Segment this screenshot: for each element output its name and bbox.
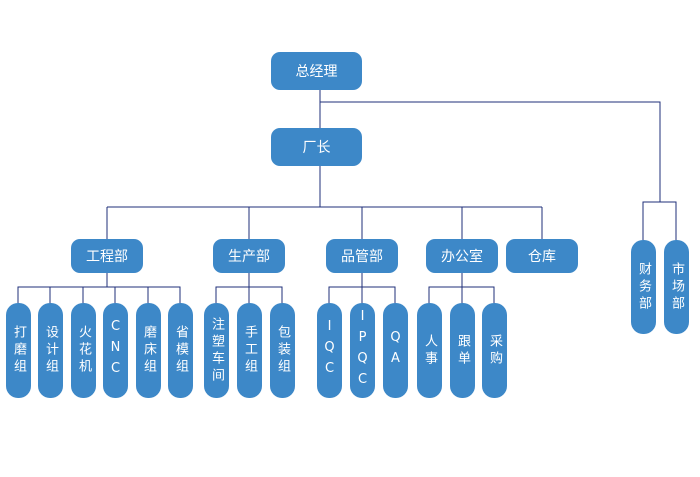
edm-group-node: 火花机 bbox=[71, 303, 96, 398]
manual-group-node: 手工组 bbox=[237, 303, 262, 398]
general-manager-node: 总经理 bbox=[271, 52, 362, 90]
grinding-group-node: 打磨组 bbox=[6, 303, 31, 398]
purchasing-node: 采购 bbox=[482, 303, 507, 398]
cnc-group-node: CNC bbox=[103, 303, 128, 398]
engineering-dept-node: 工程部 bbox=[71, 239, 143, 273]
qa-node: QA bbox=[383, 303, 408, 398]
ipqc-node: IPQC bbox=[350, 303, 375, 398]
warehouse-node: 仓库 bbox=[506, 239, 578, 273]
factory-director-node: 厂长 bbox=[271, 128, 362, 166]
finance-dept-node: 财务部 bbox=[631, 240, 656, 334]
grinder-group-node: 磨床组 bbox=[136, 303, 161, 398]
packaging-group-node: 包装组 bbox=[270, 303, 295, 398]
design-group-node: 设计组 bbox=[38, 303, 63, 398]
mold-polish-group-node: 省模组 bbox=[168, 303, 193, 398]
order-follow-node: 跟单 bbox=[450, 303, 475, 398]
quality-dept-node: 品管部 bbox=[326, 239, 398, 273]
office-dept-node: 办公室 bbox=[426, 239, 498, 273]
iqc-node: IQC bbox=[317, 303, 342, 398]
marketing-dept-node: 市场部 bbox=[664, 240, 689, 334]
production-dept-node: 生产部 bbox=[213, 239, 285, 273]
hr-node: 人事 bbox=[417, 303, 442, 398]
injection-workshop-node: 注塑车间 bbox=[204, 303, 229, 398]
